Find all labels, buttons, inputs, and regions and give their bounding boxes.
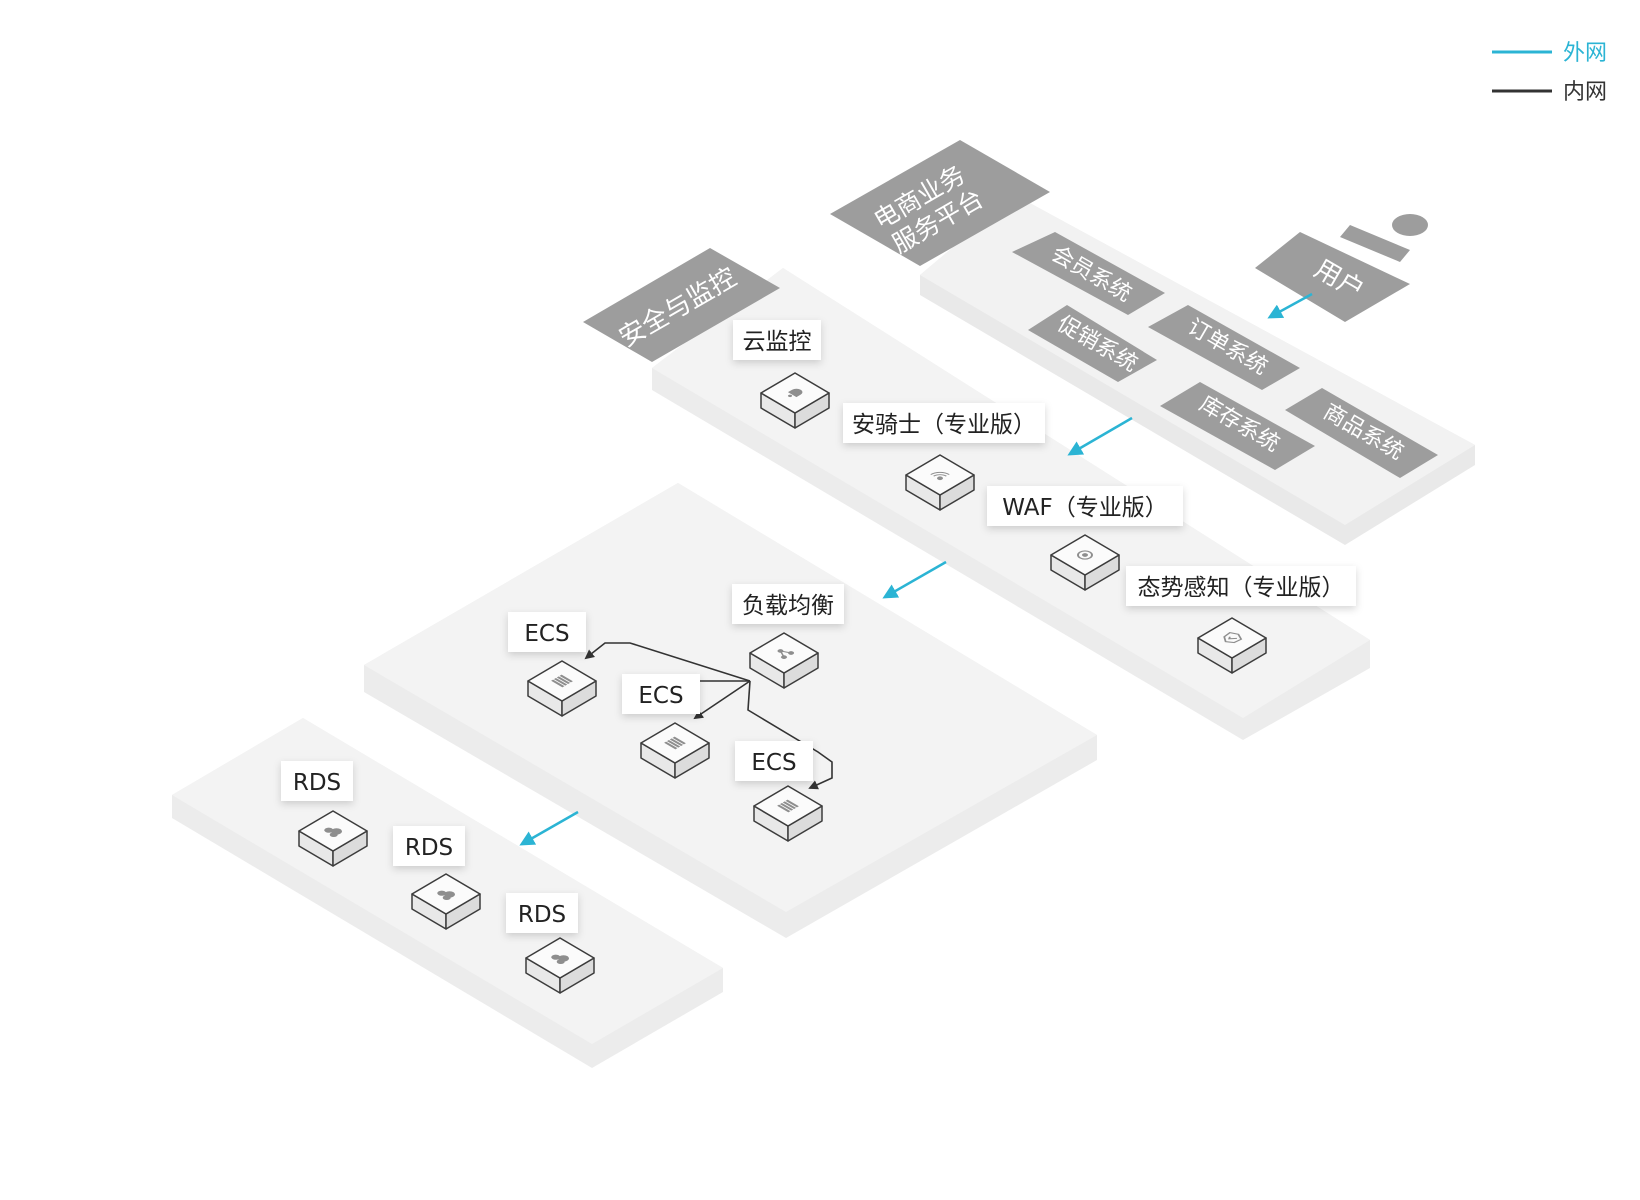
database-cloud-icon (437, 890, 456, 901)
compute-platform (364, 483, 1097, 938)
firewall-icon (1077, 550, 1093, 560)
database-cloud-icon (324, 827, 343, 838)
database-cloud-icon (551, 954, 570, 965)
user: 用户 (1255, 214, 1428, 322)
ecs-label-1: ECS (508, 612, 586, 652)
legend-internal-label: 内网 (1563, 80, 1607, 105)
internal-line-ecs-2 (693, 680, 751, 720)
slb-label: 负载均衡 (732, 584, 844, 624)
rds-label-2-text: RDS (405, 835, 453, 861)
rds-device-3[interactable] (525, 937, 595, 994)
internal-connectors (584, 642, 833, 790)
waf-label-text: WAF（专业版） (1002, 495, 1167, 521)
ecs-device-2[interactable] (640, 722, 710, 779)
business-platform-top (920, 195, 1475, 525)
signal-shield-icon (930, 471, 950, 481)
cloud-monitor-label: 云监控 (733, 320, 821, 360)
server-icon (664, 736, 686, 750)
rds-device-2[interactable] (411, 873, 481, 930)
rds-label-3-text: RDS (518, 902, 566, 928)
aegis-label-text: 安骑士（专业版） (852, 412, 1036, 438)
situation-label: 态势感知（专业版） (1126, 566, 1356, 606)
ecs-label-3-text: ECS (751, 750, 796, 776)
aegis-device[interactable] (905, 454, 975, 511)
external-arrow-user (1267, 292, 1313, 319)
bell-icon (787, 388, 803, 398)
internal-line-ecs-3 (747, 680, 833, 790)
slb-device[interactable] (749, 632, 819, 689)
rds-label-2: RDS (393, 826, 465, 866)
share-nodes-icon (777, 649, 795, 659)
ecs-label-2-text: ECS (638, 683, 683, 709)
slb-label-text: 负载均衡 (742, 593, 834, 619)
situation-label-text: 态势感知（专业版） (1138, 575, 1345, 601)
server-icon (777, 799, 799, 813)
ecs-device-3[interactable] (753, 785, 823, 842)
ecs-label-3: ECS (735, 741, 813, 781)
waf-label: WAF（专业版） (987, 486, 1183, 526)
waf-device[interactable] (1050, 534, 1120, 591)
legend-external-label: 外网 (1563, 41, 1607, 66)
ecs-device-1[interactable] (527, 660, 597, 717)
internal-line-ecs-1 (584, 642, 751, 682)
ecs-label-2: ECS (622, 674, 700, 714)
server-icon (551, 674, 573, 688)
ecs-label-1-text: ECS (524, 621, 569, 647)
shield-check-icon (1223, 632, 1243, 644)
rds-device-1[interactable] (298, 810, 368, 867)
external-arrows (519, 292, 1313, 846)
business-platform (920, 195, 1475, 545)
rds-label-1-text: RDS (293, 770, 341, 796)
rds-label-1: RDS (281, 761, 353, 801)
cloud-monitor-device[interactable] (760, 372, 830, 429)
external-arrow-security (882, 560, 947, 599)
cloud-monitor-label-text: 云监控 (743, 329, 812, 355)
rds-label-3: RDS (506, 893, 578, 933)
user-tag (1255, 232, 1410, 322)
external-arrow-compute (519, 810, 579, 846)
legend: 外网 内网 (1492, 41, 1607, 105)
person-icon (1340, 214, 1428, 262)
compute-platform-top (364, 483, 1097, 912)
devices (298, 372, 1267, 994)
external-arrow-business (1067, 416, 1133, 456)
aegis-label: 安骑士（专业版） (843, 403, 1045, 443)
situation-device[interactable] (1197, 617, 1267, 674)
